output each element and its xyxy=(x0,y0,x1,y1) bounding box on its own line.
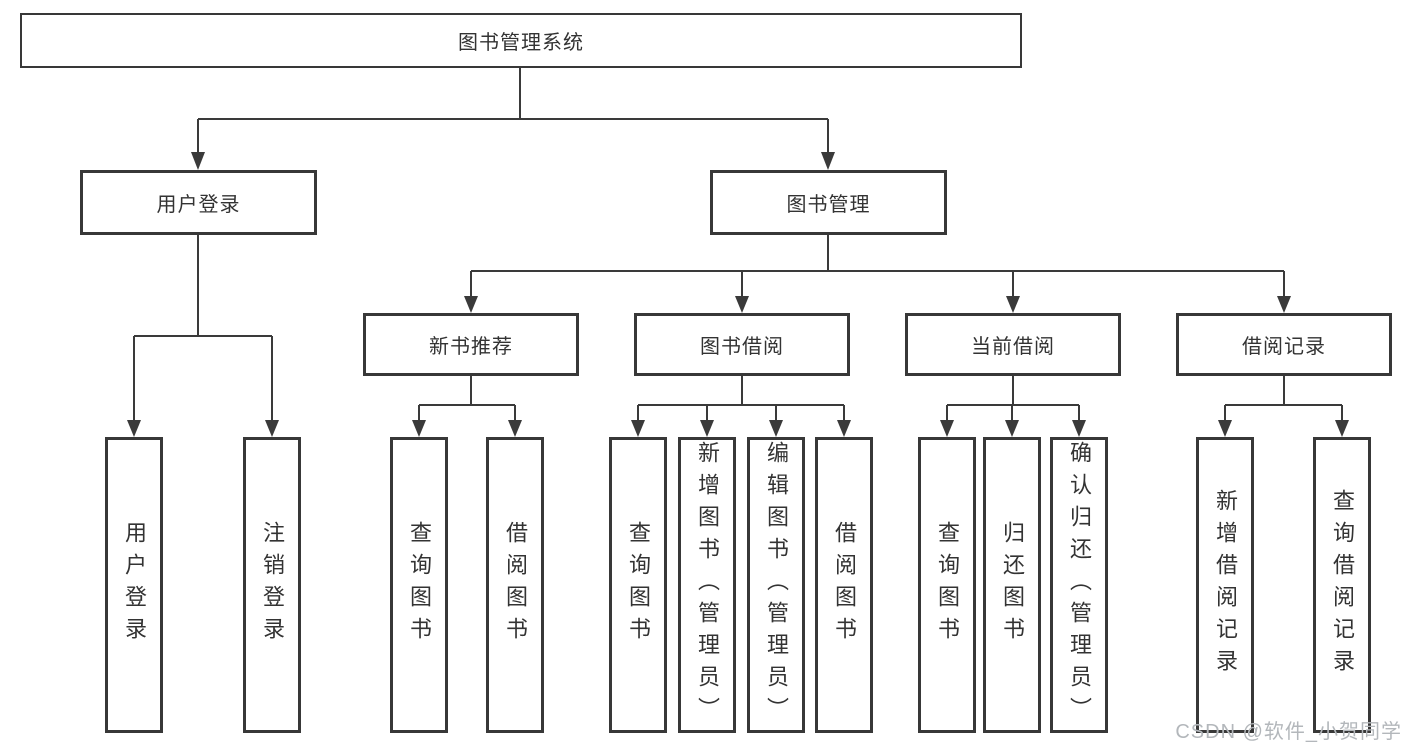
node-book-management-label: 图书管理 xyxy=(786,194,871,216)
leaf-records-query-record-label: 查询借阅记录 xyxy=(1330,489,1355,681)
node-borrowing-records-label: 借阅记录 xyxy=(1242,336,1326,358)
leaf-current-confirm-return-label: 确认归还（管理员） xyxy=(1067,441,1092,729)
node-book-borrowing-label: 图书借阅 xyxy=(700,336,784,358)
node-current-borrowing: 当前借阅 xyxy=(905,313,1121,376)
leaf-borrowing-add-books: 新增图书（管理员） xyxy=(678,437,736,733)
leaf-current-query-books-label: 查询图书 xyxy=(935,521,960,649)
leaf-recommend-query-books: 查询图书 xyxy=(390,437,448,733)
leaf-user-login: 用户登录 xyxy=(105,437,163,733)
node-user-login-label: 用户登录 xyxy=(156,194,241,216)
node-user-login: 用户登录 xyxy=(80,170,317,235)
leaf-borrowing-add-books-label: 新增图书（管理员） xyxy=(695,441,720,729)
leaf-user-login-label: 用户登录 xyxy=(122,521,147,649)
leaf-recommend-borrow-books: 借阅图书 xyxy=(486,437,544,733)
leaf-current-query-books: 查询图书 xyxy=(918,437,976,733)
node-borrowing-records: 借阅记录 xyxy=(1176,313,1392,376)
leaf-current-return-books-label: 归还图书 xyxy=(1000,521,1025,649)
leaf-borrowing-borrow-books-label: 借阅图书 xyxy=(832,521,857,649)
node-root-system-label: 图书管理系统 xyxy=(458,32,584,54)
leaf-records-add-record: 新增借阅记录 xyxy=(1196,437,1254,733)
leaf-records-add-record-label: 新增借阅记录 xyxy=(1213,489,1238,681)
leaf-current-confirm-return: 确认归还（管理员） xyxy=(1050,437,1108,733)
node-root-system: 图书管理系统 xyxy=(20,13,1022,68)
leaf-borrowing-query-books-label: 查询图书 xyxy=(626,521,651,649)
leaf-borrowing-borrow-books: 借阅图书 xyxy=(815,437,873,733)
leaf-logout-label: 注销登录 xyxy=(260,521,285,649)
node-book-borrowing: 图书借阅 xyxy=(634,313,850,376)
leaf-borrowing-edit-books-label: 编辑图书（管理员） xyxy=(764,441,789,729)
leaf-borrowing-edit-books: 编辑图书（管理员） xyxy=(747,437,805,733)
leaf-borrowing-query-books: 查询图书 xyxy=(609,437,667,733)
leaf-current-return-books: 归还图书 xyxy=(983,437,1041,733)
node-new-book-recommend-label: 新书推荐 xyxy=(429,336,513,358)
leaf-recommend-borrow-books-label: 借阅图书 xyxy=(503,521,528,649)
leaf-logout: 注销登录 xyxy=(243,437,301,733)
node-current-borrowing-label: 当前借阅 xyxy=(971,336,1055,358)
leaf-records-query-record: 查询借阅记录 xyxy=(1313,437,1371,733)
node-new-book-recommend: 新书推荐 xyxy=(363,313,579,376)
node-book-management: 图书管理 xyxy=(710,170,947,235)
leaf-recommend-query-books-label: 查询图书 xyxy=(407,521,432,649)
